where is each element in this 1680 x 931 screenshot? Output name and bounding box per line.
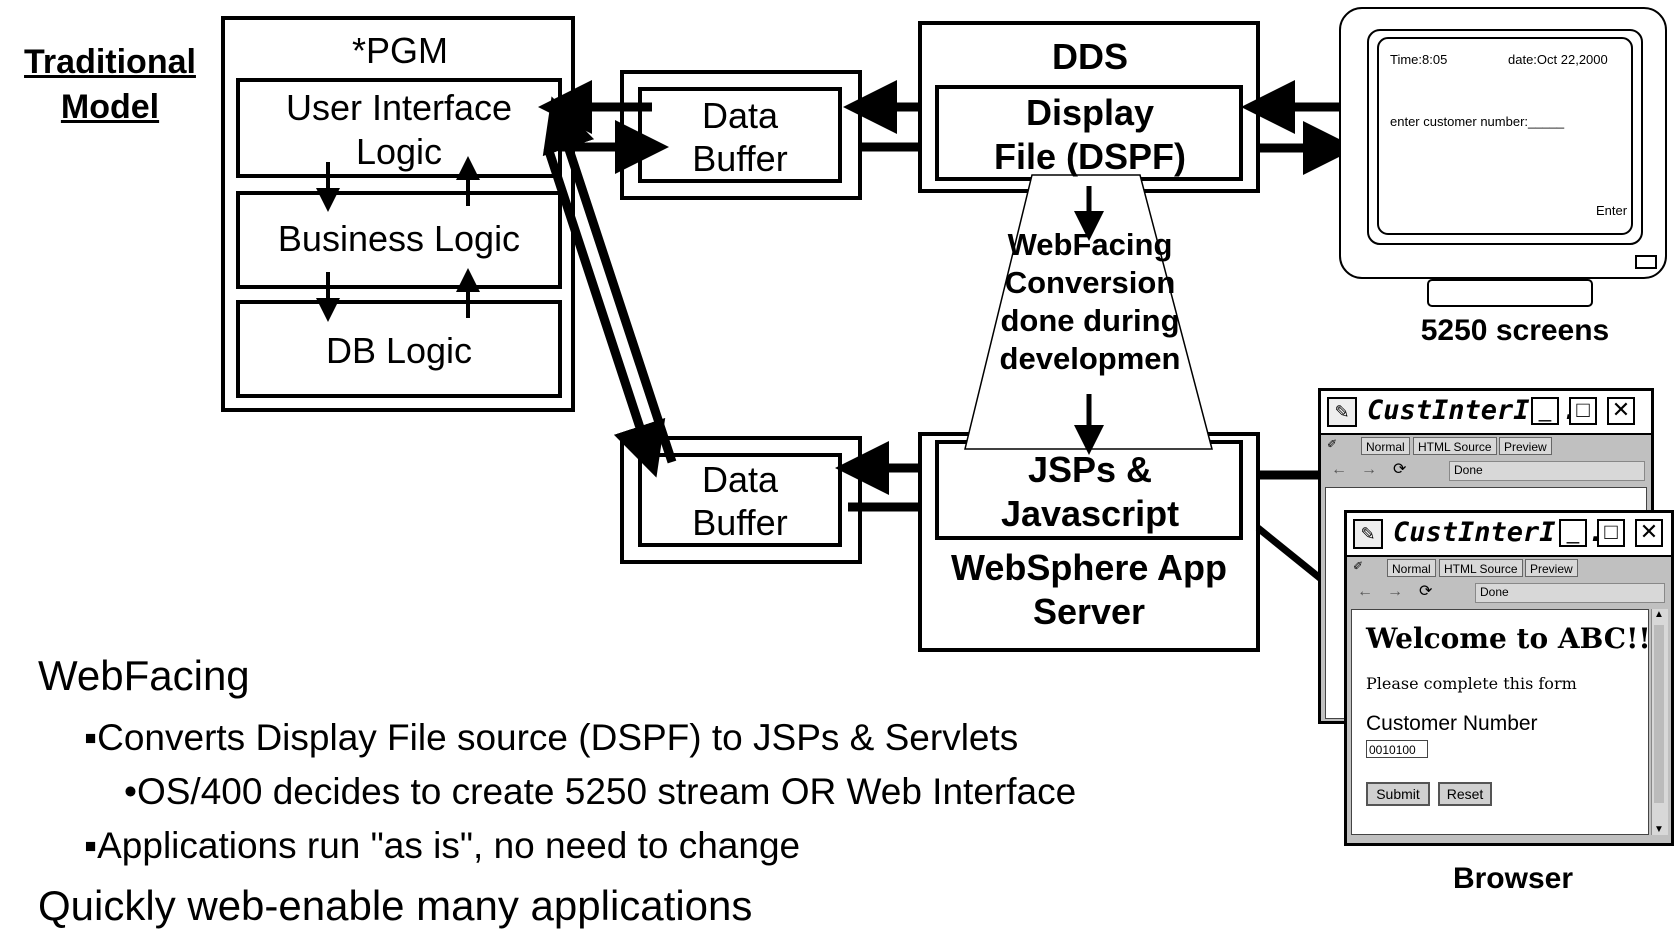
buffer-top-line2: Buffer (692, 138, 788, 179)
customer-number-label: Customer Number (1366, 712, 1538, 735)
jsp-label: JSPs & Javascript (940, 448, 1240, 536)
scroll-thumb[interactable] (1654, 625, 1664, 803)
browser-front-tabbar: ✐ Normal HTML Source Preview (1347, 557, 1671, 579)
browser-window-front[interactable]: ✎ CustInterI... _ □ ✕ ✐ Normal HTML Sour… (1344, 510, 1674, 846)
traditional-label-line1: Traditional (24, 43, 196, 81)
tab-preview[interactable]: Preview (1525, 559, 1578, 577)
browser-front-navbar: ← → ⟳ Done (1347, 581, 1671, 605)
traditional-model-label: Traditional Model (10, 40, 210, 130)
minimize-icon[interactable]: _ (1559, 519, 1587, 547)
conversion-line4: developmen (999, 341, 1181, 376)
websphere-line1: WebSphere App (950, 547, 1228, 588)
dspf-inner (935, 85, 1243, 181)
ui-to-bottom-buffer-arrow (543, 146, 666, 478)
maximize-icon[interactable]: □ (1569, 397, 1597, 425)
bullet-item-1: ▪Converts Display File source (DSPF) to … (84, 717, 1019, 758)
status-field: Done (1475, 583, 1665, 603)
terminal-prompt: enter customer number:_____ (1390, 114, 1565, 129)
back-arrow-icon[interactable]: ← (1331, 461, 1347, 478)
jsp-line2: Javascript (1000, 493, 1180, 534)
dspf-label: Display File (DSPF) (940, 91, 1240, 179)
scrollbar[interactable]: ▲ ▼ (1651, 609, 1668, 835)
tab-normal[interactable]: Normal (1387, 559, 1436, 577)
conversion-label: WebFacing Conversion done during develop… (985, 226, 1195, 378)
bullet-footer: Quickly web-enable many applications (38, 882, 753, 929)
conversion-line2: Conversion (1004, 265, 1176, 300)
refresh-icon[interactable]: ⟳ (1419, 583, 1433, 600)
buffer-bottom-line2: Buffer (692, 502, 788, 543)
terminal-screen-inner (1377, 37, 1633, 235)
conversion-line1: WebFacing (1007, 227, 1173, 262)
tab-html-source[interactable]: HTML Source (1439, 559, 1523, 577)
tab-normal[interactable]: Normal (1361, 437, 1410, 455)
ui-logic-line2: Logic (355, 131, 443, 172)
conversion-trapezoid (964, 174, 1213, 450)
minimize-icon[interactable]: _ (1531, 397, 1559, 425)
document-icon: ✎ (1353, 519, 1383, 549)
terminal-base (1427, 279, 1593, 307)
terminal-enter: Enter (1596, 203, 1628, 218)
websphere-label: WebSphere App Server (924, 546, 1254, 634)
bullet-heading: WebFacing (38, 652, 250, 699)
terminal-caption: 5250 screens (1420, 314, 1610, 347)
dspf-line2: File (DSPF) (993, 136, 1186, 177)
pgm-title: *PGM (351, 30, 448, 71)
db-logic-box (236, 300, 562, 398)
submit-button[interactable]: Submit (1366, 782, 1430, 806)
bullet-item-2: ▪Applications run "as is", no need to ch… (84, 825, 801, 866)
jsp-line1: JSPs & (1027, 449, 1153, 490)
close-icon[interactable]: ✕ (1635, 519, 1663, 547)
status-field: Done (1449, 461, 1645, 481)
conversion-line3: done during (1000, 303, 1180, 338)
browser-back-titlebar[interactable]: ✎ CustInterI... _ □ ✕ (1321, 391, 1651, 435)
scroll-up-icon[interactable]: ▲ (1654, 609, 1664, 620)
websphere-line2: Server (1032, 591, 1146, 632)
pen-icon: ✐ (1327, 437, 1338, 451)
terminal-date: date:Oct 22,2000 (1508, 52, 1608, 67)
maximize-icon[interactable]: □ (1597, 519, 1625, 547)
scroll-down-icon[interactable]: ▼ (1654, 824, 1664, 835)
dds-title: DDS (1051, 36, 1128, 77)
browser-caption: Browser (1452, 862, 1574, 895)
forward-arrow-icon[interactable]: → (1361, 461, 1377, 478)
buffer-top-label: Data Buffer (640, 94, 840, 180)
buffer-bottom-inner (638, 453, 842, 547)
browser-back-navbar: ← → ⟳ Done (1321, 459, 1651, 483)
tab-preview[interactable]: Preview (1499, 437, 1552, 455)
dspf-line1: Display (1025, 92, 1155, 133)
close-icon[interactable]: ✕ (1607, 397, 1635, 425)
business-logic-label: Business Logic (277, 218, 521, 259)
forward-arrow-icon[interactable]: → (1387, 583, 1403, 600)
buffer-bottom-line1: Data (701, 459, 779, 500)
bullet-item-1-sub: •OS/400 decides to create 5250 stream OR… (124, 771, 1077, 812)
pen-icon: ✐ (1353, 559, 1364, 573)
jsp-inner (935, 440, 1243, 540)
tab-html-source[interactable]: HTML Source (1413, 437, 1497, 455)
customer-number-input[interactable]: 0010100 (1366, 740, 1428, 758)
buffer-top-line1: Data (701, 95, 779, 136)
form-instruction: Please complete this form (1366, 674, 1577, 693)
back-arrow-icon[interactable]: ← (1357, 583, 1373, 600)
db-logic-label: DB Logic (325, 330, 473, 371)
traditional-label-line2: Model (60, 88, 160, 126)
ui-logic-line1: User Interface (285, 87, 513, 128)
buffer-bottom-label: Data Buffer (640, 458, 840, 544)
ui-logic-label: User Interface Logic (240, 86, 558, 174)
terminal-time: Time:8:05 (1390, 52, 1448, 67)
bottom-buffer-to-ui-arrow (542, 96, 677, 464)
refresh-icon[interactable]: ⟳ (1393, 461, 1407, 478)
terminal-power-button (1635, 255, 1657, 269)
ui-logic-box (236, 78, 562, 178)
browser-front-titlebar[interactable]: ✎ CustInterI... _ □ ✕ (1347, 513, 1671, 557)
browser-back-tabbar: ✐ Normal HTML Source Preview (1321, 435, 1651, 457)
reset-button[interactable]: Reset (1438, 782, 1492, 806)
business-logic-box (236, 191, 562, 289)
document-icon: ✎ (1327, 397, 1357, 427)
page-heading: Welcome to ABC!! (1366, 622, 1651, 655)
browser-front-content: Welcome to ABC!! Please complete this fo… (1351, 609, 1651, 835)
